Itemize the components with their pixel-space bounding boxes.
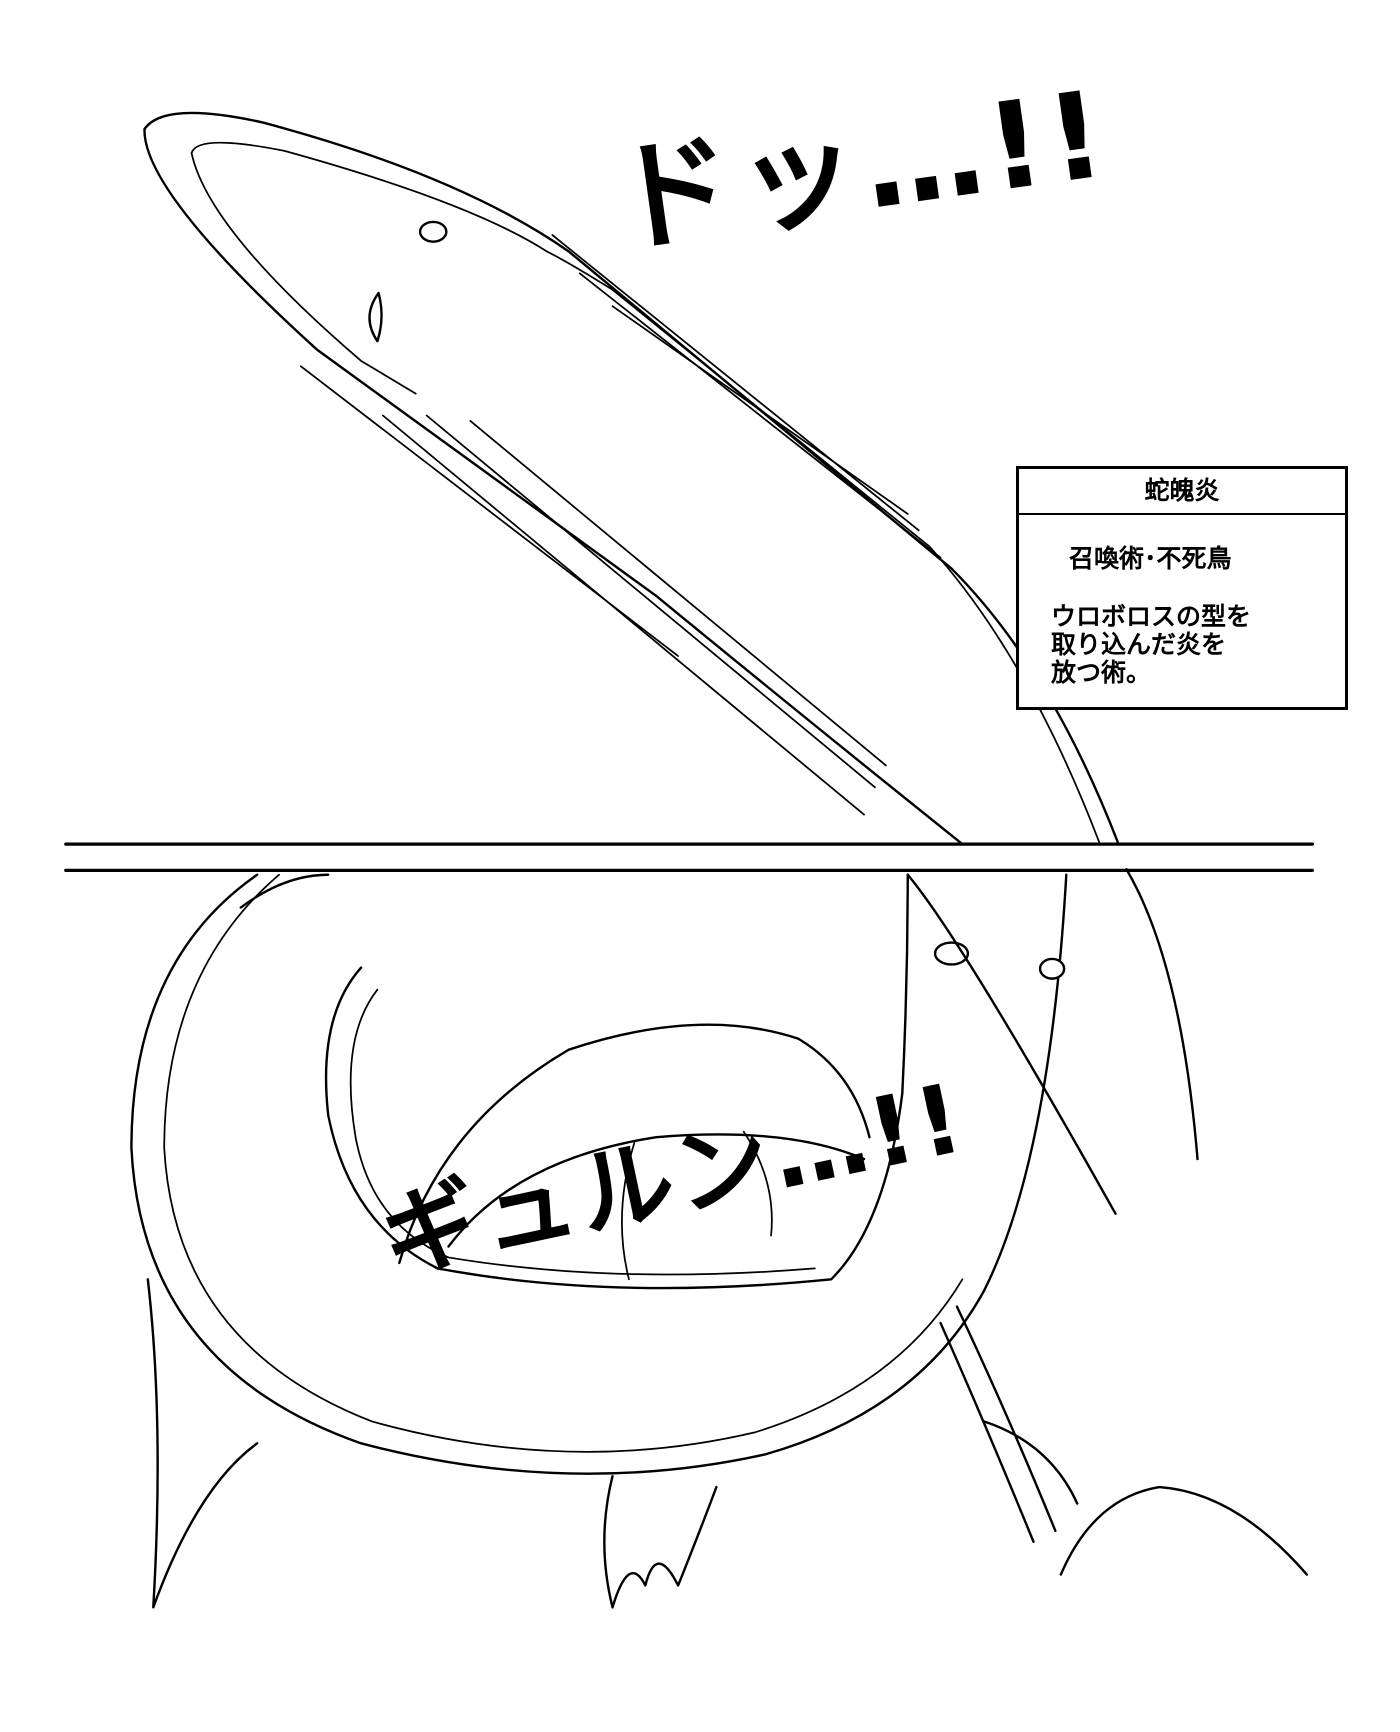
bottom-panel-serpent (130, 868, 1309, 1609)
top-panel-serpent (143, 111, 1119, 846)
technique-info-box: 蛇魄炎 召喚術･不死鳥 ウロボロスの型を 取り込んだ炎を 放つ術。 (1016, 466, 1348, 710)
technique-description: ウロボロスの型を 取り込んだ炎を 放つ術。 (1051, 602, 1252, 687)
technique-category: 召喚術･不死鳥 (1069, 544, 1232, 573)
technique-name: 蛇魄炎 (1019, 469, 1345, 515)
